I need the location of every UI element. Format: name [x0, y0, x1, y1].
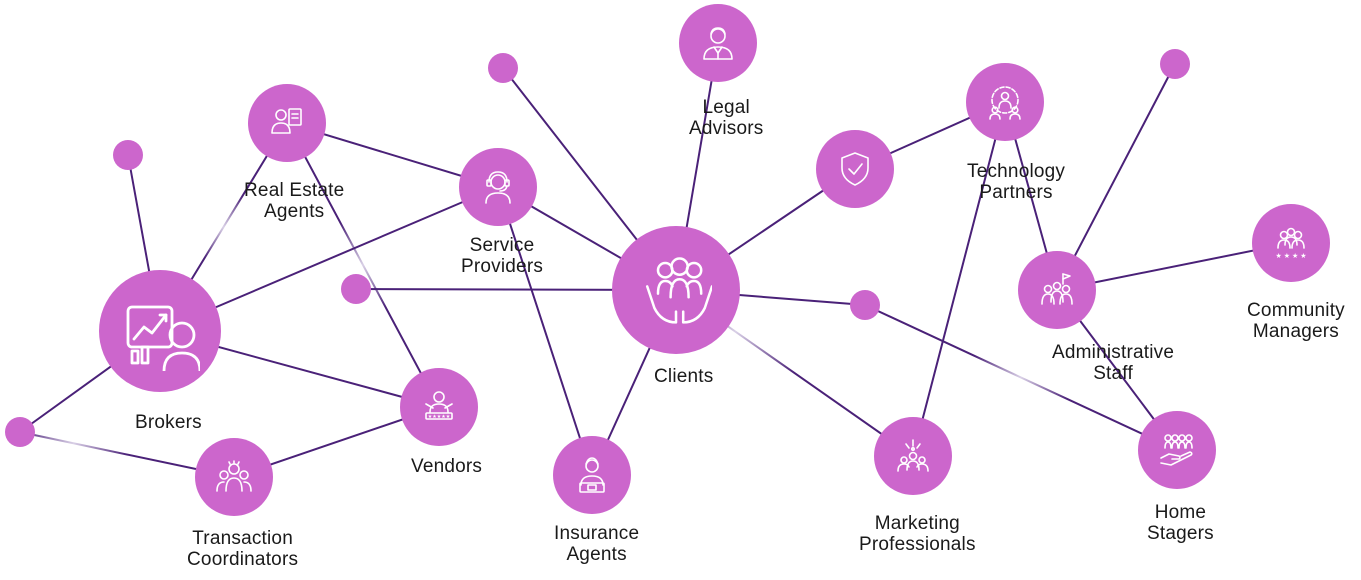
- insurance-agent-icon: [579, 457, 605, 493]
- label-line: Brokers: [135, 412, 202, 433]
- label-brokers: Brokers: [135, 412, 202, 433]
- link-service-providers-insurance-agents: [497, 186, 593, 476]
- label-line: Stagers: [1147, 523, 1214, 544]
- label-line: Vendors: [411, 456, 483, 477]
- marketing-team-icon: [897, 439, 929, 472]
- label-line: Marketing: [874, 513, 960, 534]
- label-line: Staff: [1093, 363, 1133, 384]
- link-dot-e-home-stagers: [864, 304, 1178, 451]
- label-line: Managers: [1252, 321, 1339, 342]
- node-transaction-coordinators: [195, 438, 273, 516]
- label-line: Clients: [654, 366, 714, 387]
- label-line: Technology: [967, 161, 1066, 182]
- node-clients: [612, 226, 740, 354]
- chart-person-icon: [126, 305, 200, 371]
- team-flag-icon: [1041, 273, 1073, 305]
- label-line: Community: [1247, 300, 1345, 321]
- node-community-managers: ★ ★ ★ ★: [1252, 204, 1330, 282]
- node-brokers: [99, 270, 221, 392]
- label-line: Administrative: [1052, 342, 1175, 363]
- node-vendors: ★★★★★: [400, 368, 478, 446]
- label-line: Agents: [264, 201, 325, 222]
- svg-text:★★★★★: ★★★★★: [428, 414, 451, 420]
- link-real-estate-agents-vendors: [286, 122, 440, 408]
- node-technology-partners: [966, 63, 1044, 141]
- connector-dot-c: [341, 274, 371, 304]
- svg-text:★ ★ ★ ★: ★ ★ ★ ★: [1276, 252, 1307, 260]
- label-line: Partners: [979, 182, 1053, 203]
- lawyer-icon: [703, 27, 733, 60]
- node-administrative-staff: [1018, 251, 1096, 329]
- label-line: Providers: [461, 256, 544, 277]
- label-vendors: Vendors: [411, 456, 482, 477]
- hand-people-icon: [1160, 434, 1193, 466]
- label-line: Advisors: [689, 118, 764, 139]
- headset-person-icon: [485, 171, 511, 204]
- node-home-stagers: [1138, 411, 1216, 489]
- link-dot-d-administrative-staff: [1056, 63, 1176, 291]
- label-line: Home: [1154, 502, 1207, 523]
- label-line: Agents: [566, 544, 627, 565]
- community-stars-icon: ★ ★ ★ ★: [1276, 227, 1307, 260]
- node-service-providers: [459, 148, 537, 226]
- node-insurance-agents: [553, 436, 631, 514]
- node-marketing-professionals: [874, 417, 952, 495]
- agent-id-card-icon: [271, 108, 302, 134]
- label-line: Legal: [702, 97, 750, 118]
- connector-dot-d: [1160, 49, 1190, 79]
- label-line: Coordinators: [187, 549, 299, 570]
- label-line: Real Estate: [244, 180, 345, 201]
- connector-dot-e: [850, 290, 880, 320]
- hands-group-icon: [645, 257, 712, 324]
- node-real-estate-agents: [248, 84, 326, 162]
- connector-dot-b: [113, 140, 143, 170]
- coordinators-icon: [216, 460, 252, 492]
- label-line: Service: [469, 235, 535, 256]
- connector-dot-f: [5, 417, 35, 447]
- vendor-stars-icon: ★★★★★: [425, 391, 453, 420]
- node-legal-advisors: [679, 4, 757, 82]
- label-line: Transaction: [192, 528, 293, 549]
- gear-team-icon: [989, 86, 1021, 120]
- node-security: [816, 130, 894, 208]
- link-technology-partners-marketing-professionals: [912, 101, 1006, 457]
- shield-check-icon: [841, 152, 869, 186]
- label-line: Professionals: [859, 534, 976, 555]
- label-clients: Clients: [654, 366, 713, 387]
- label-line: Insurance: [554, 523, 640, 544]
- connector-dot-a: [488, 53, 518, 83]
